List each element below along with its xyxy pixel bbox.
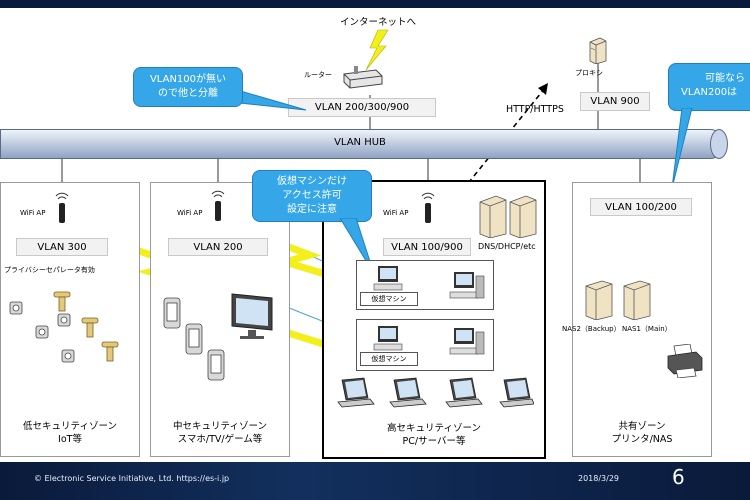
high-vlan-box: VLAN 100/900 bbox=[383, 238, 471, 256]
router-vlan-box: VLAN 200/300/900 bbox=[288, 98, 436, 117]
top-bar bbox=[0, 0, 750, 8]
high-wifi-ap-icon bbox=[421, 192, 435, 223]
nas1-label: NAS1（Main） bbox=[622, 325, 672, 333]
callout-right: 可能なら VLAN200は bbox=[668, 63, 750, 111]
high-zone-title-line2: PC/サーバー等 bbox=[402, 436, 466, 447]
mid-zone-title-line2: スマホ/TV/ゲーム等 bbox=[177, 434, 263, 445]
http-arrowhead-top bbox=[538, 83, 548, 95]
low-wifi-ap-icon bbox=[55, 192, 69, 223]
shared-vlan-box: VLAN 100/200 bbox=[590, 198, 692, 216]
callout-right-tail bbox=[671, 108, 693, 189]
vlan-hub-label: VLAN HUB bbox=[334, 137, 386, 148]
shared-zone-title-line1: 共有ゾーン bbox=[618, 421, 666, 432]
callout-vlan100-tail bbox=[230, 88, 307, 111]
low-vlan-box: VLAN 300 bbox=[16, 238, 108, 256]
callout-right-line1: 可能なら bbox=[705, 73, 745, 84]
callout-vm-line2: アクセス許可 bbox=[282, 190, 342, 201]
internet-lightning bbox=[365, 29, 389, 71]
low-zone-title: 低セキュリティゾーン IoT等 bbox=[0, 420, 140, 446]
mid-zone-title: 中セキュリティゾーン スマホ/TV/ゲーム等 bbox=[150, 420, 290, 446]
dns-dhcp-label: DNS/DHCP/etc bbox=[478, 242, 536, 251]
vm1-pc-icon bbox=[373, 266, 403, 291]
low-ap-label: WiFi AP bbox=[20, 209, 46, 217]
footer-copyright: © Electronic Service Initiative, Ltd. ht… bbox=[34, 474, 230, 483]
mid-wifi-ap-icon bbox=[211, 190, 225, 221]
pc2-icon bbox=[449, 328, 485, 355]
callout-vlan100: VLAN100が無いので他と分離 bbox=[133, 67, 243, 107]
vlan-hub bbox=[0, 129, 725, 159]
callout-vm-line3: 設定に注意 bbox=[287, 204, 337, 215]
router-label: ルーター bbox=[304, 71, 332, 79]
internet-label: インターネットへ bbox=[340, 17, 417, 28]
callout-right-line2: VLAN200は bbox=[681, 87, 738, 98]
mid-zone-title-line1: 中セキュリティゾーン bbox=[173, 421, 267, 432]
shared-zone-title-line2: プリンタ/NAS bbox=[611, 434, 673, 445]
vm2-label: 仮想マシン bbox=[360, 352, 418, 366]
callout-vlan100-text: VLAN100が無いので他と分離 bbox=[149, 74, 227, 99]
page-number: 6 bbox=[672, 465, 685, 489]
proxy-label: プロキシ bbox=[575, 69, 603, 77]
iot-devices-icon bbox=[9, 291, 119, 363]
http-label: HTTP/HTTPS bbox=[506, 104, 564, 115]
nas2-label: NAS2（Backup） bbox=[562, 325, 621, 333]
callout-vm: 仮想マシンだけ アクセス許可 設定に注意 bbox=[252, 170, 372, 222]
dns-dhcp-servers-icon bbox=[479, 195, 537, 238]
footer-date: 2018/3/29 bbox=[578, 474, 620, 483]
high-zone-title-line1: 高セキュリティゾーン bbox=[387, 423, 481, 434]
high-ap-label: WiFi AP bbox=[383, 209, 409, 217]
mid-vlan-box: VLAN 200 bbox=[168, 238, 268, 256]
laptops-icon bbox=[337, 377, 534, 408]
nas-servers-icon bbox=[585, 280, 651, 320]
low-zone-title-line1: 低セキュリティゾーン bbox=[23, 421, 117, 432]
high-zone-title: 高セキュリティゾーン PC/サーバー等 bbox=[322, 422, 546, 448]
smartphones-tv-icon bbox=[163, 293, 273, 381]
proxy-server-icon bbox=[589, 37, 607, 64]
router-icon bbox=[343, 66, 383, 89]
pc1-icon bbox=[449, 272, 485, 299]
printer-icon bbox=[667, 344, 703, 378]
low-zone-title-line2: IoT等 bbox=[58, 434, 82, 445]
proxy-vlan-box: VLAN 900 bbox=[580, 92, 650, 111]
footer-bar bbox=[0, 462, 750, 500]
vm1-label: 仮想マシン bbox=[360, 292, 418, 306]
low-note: プライバシーセパレータ有効 bbox=[4, 266, 95, 274]
callout-vm-line1: 仮想マシンだけ bbox=[277, 176, 347, 187]
mid-ap-label: WiFi AP bbox=[177, 209, 203, 217]
shared-zone-title: 共有ゾーン プリンタ/NAS bbox=[572, 420, 712, 446]
vlan-hub-cap bbox=[710, 129, 728, 159]
vm2-pc-icon bbox=[373, 326, 403, 351]
